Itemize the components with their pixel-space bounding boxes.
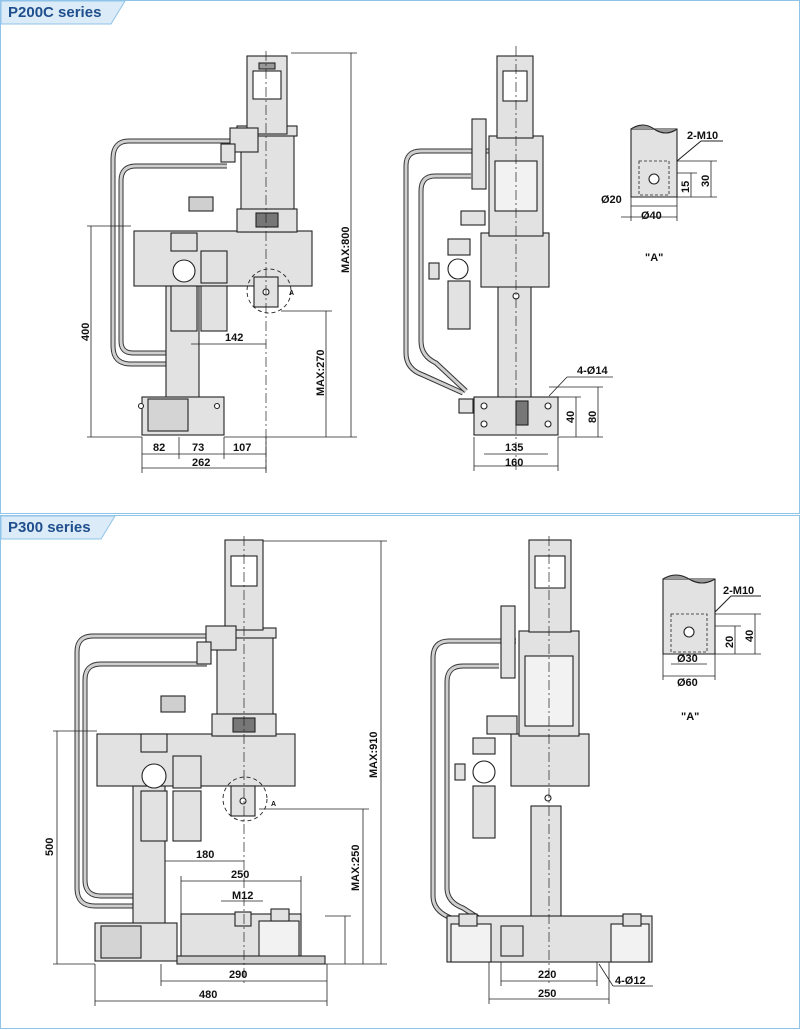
side-labels: 400 142 82 73 107 262 MAX:800 MAX:270 A <box>80 227 352 469</box>
dim-180: 180 <box>196 849 214 861</box>
dim-40: 40 <box>565 411 577 423</box>
mark-a: A <box>271 801 276 808</box>
dim-15: 15 <box>680 181 692 193</box>
front-dimensions <box>473 376 613 471</box>
detail-a <box>621 124 723 221</box>
p300-drawing: 500 180 250 M12 290 480 MAX:910 MAX:250 … <box>44 536 761 1006</box>
dim-d20: Ø20 <box>601 194 622 206</box>
dim-160: 160 <box>505 457 523 469</box>
detail-a-labels: 2-M10 20 40 Ø30 Ø60 "A" <box>677 585 756 723</box>
side-view <box>110 51 313 471</box>
dim-250: 250 <box>538 988 556 1000</box>
dim-2-m10: 2-M10 <box>723 585 754 597</box>
front-dimensions <box>488 962 653 1004</box>
section-title: P200C series <box>8 4 102 21</box>
dim-262: 262 <box>192 457 210 469</box>
dim-d30: Ø30 <box>677 653 698 665</box>
dim-250: 250 <box>231 869 249 881</box>
detail-a-caption: "A" <box>681 711 699 723</box>
dim-480: 480 <box>199 989 217 1001</box>
dim-max-910: MAX:910 <box>368 732 380 778</box>
p200c-section: P200C series <box>0 0 800 514</box>
p300-section: P300 series <box>0 515 800 1029</box>
dim-max-800: MAX:800 <box>340 227 352 273</box>
dim-135: 135 <box>505 442 523 454</box>
dim-d40: Ø40 <box>641 210 662 222</box>
front-view <box>430 536 653 986</box>
front-labels: 4-Ø14 40 80 135 160 <box>505 365 608 469</box>
dim-40: 40 <box>744 630 756 642</box>
dim-m12: M12 <box>232 890 253 902</box>
side-dimensions <box>53 540 387 1006</box>
section-title: P300 series <box>8 519 91 536</box>
dim-73: 73 <box>192 442 204 454</box>
dim-max-270: MAX:270 <box>315 350 327 396</box>
dim-d60: Ø60 <box>677 677 698 689</box>
detail-a-caption: "A" <box>645 252 663 264</box>
dim-20: 20 <box>724 636 736 648</box>
dim-4-d12: 4-Ø12 <box>615 975 646 987</box>
mark-a: A <box>289 290 294 297</box>
dim-142: 142 <box>225 332 243 344</box>
detail-a <box>662 574 761 680</box>
section-tab <box>1 516 116 540</box>
dim-107: 107 <box>233 442 251 454</box>
dim-400: 400 <box>80 323 92 341</box>
front-view <box>403 46 559 471</box>
dim-max-250: MAX:250 <box>350 845 362 891</box>
p200c-drawing: 400 142 82 73 107 262 MAX:800 MAX:270 A <box>80 46 723 473</box>
dim-80: 80 <box>587 411 599 423</box>
side-labels: 500 180 250 M12 290 480 MAX:910 MAX:250 … <box>44 732 380 1001</box>
dim-290: 290 <box>229 969 247 981</box>
dim-500: 500 <box>44 838 56 856</box>
side-dimensions <box>87 52 357 473</box>
dim-30: 30 <box>700 175 712 187</box>
section-tab <box>1 1 126 25</box>
dim-2-m10: 2-M10 <box>687 130 718 142</box>
dim-4-d14: 4-Ø14 <box>577 365 608 377</box>
side-view <box>74 536 326 986</box>
dim-82: 82 <box>153 442 165 454</box>
detail-a-labels: 2-M10 15 30 Ø20 Ø40 "A" <box>601 130 718 264</box>
front-labels: 4-Ø12 220 250 <box>538 969 646 1000</box>
dim-220: 220 <box>538 969 556 981</box>
